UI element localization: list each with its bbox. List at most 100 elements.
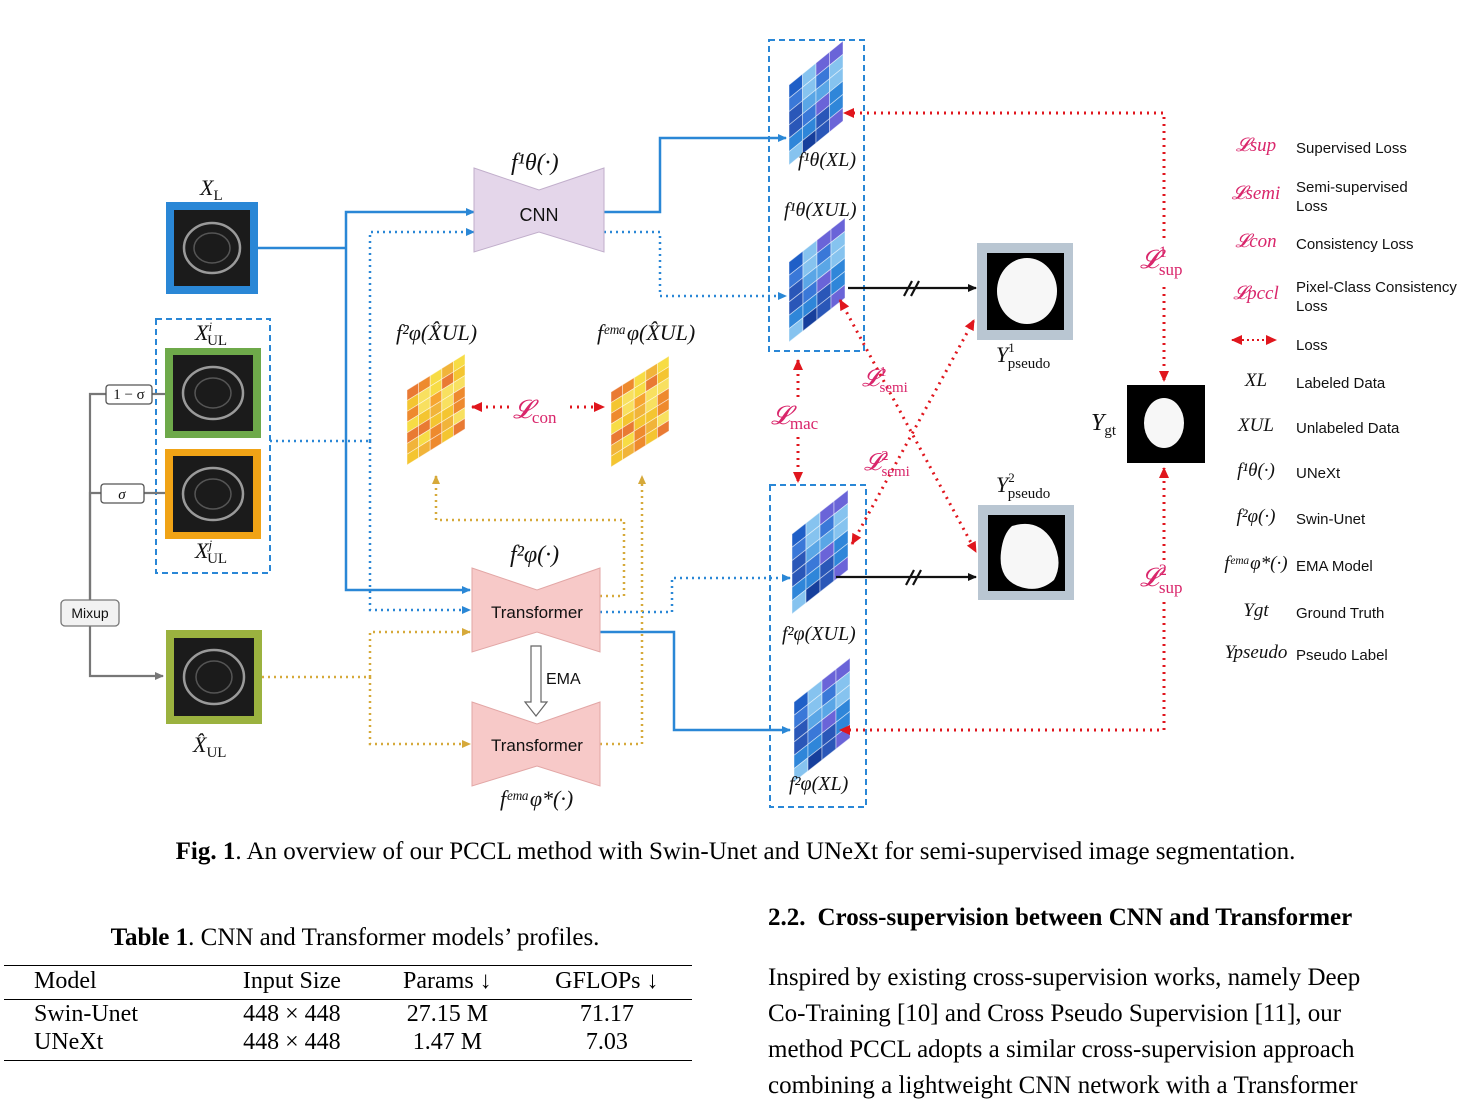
transformer-function-label: f²φ(·): [510, 542, 559, 568]
body-line: combining a lightweight CNN network with…: [768, 1072, 1358, 1099]
legend-symbol: 𝓛sup: [1236, 135, 1276, 156]
legend-text: EMA Model: [1296, 558, 1373, 575]
mixup-connectors: [88, 392, 165, 680]
one-minus-sigma-box: [105, 384, 153, 405]
input-xul-j-image: [165, 449, 261, 539]
l-mac-bg: [768, 398, 830, 432]
output-f2-xul: [791, 489, 849, 615]
labeled-data-flow: [258, 134, 791, 734]
body-line: Co-Training [10] and Cross Pseudo Superv…: [768, 1000, 1342, 1027]
figure-caption-label: Fig. 1: [175, 838, 236, 865]
l-sup2-bg: [1136, 560, 1196, 602]
feature-cell: [657, 419, 670, 439]
cell-model: Swin-Unet: [34, 1001, 138, 1027]
legend-symbol: f¹θ(·): [1237, 460, 1275, 481]
body-line: Inspired by existing cross-supervision w…: [768, 964, 1361, 991]
ema-transformer-label: Transformer: [491, 736, 583, 755]
unlabeled-data-flow: [270, 228, 791, 614]
label-x-hat-ul: X̂UL: [192, 732, 226, 761]
legend-symbol: f²φ(·): [1237, 506, 1276, 527]
pseudo-label-2: [978, 505, 1074, 600]
transformer-network-shape: [471, 567, 601, 653]
input-xl-image: [166, 202, 258, 294]
figure-caption: Fig. 1. An overview of our PCCL method w…: [0, 838, 1471, 866]
legend-text: Unlabeled Data: [1296, 420, 1400, 437]
mixup-label: Mixup: [71, 605, 109, 621]
feature-cell: [830, 283, 846, 310]
legend-text: Semi-supervised: [1296, 179, 1408, 196]
input-xul-i-image: [165, 348, 261, 438]
label-f2-xhat: f²φ(X̂UL): [396, 320, 477, 345]
figure-caption-text: . An overview of our PCCL method with Sw…: [235, 838, 1296, 865]
sigma-label: σ: [118, 487, 126, 503]
feature-cell: [833, 555, 849, 582]
section-title: Cross-supervision between CNN and Transf…: [817, 904, 1353, 931]
cell-input-size: 448 × 448: [210, 1028, 374, 1061]
label-y-gt: Ygt: [1091, 410, 1117, 439]
legend-text: Loss: [1296, 198, 1328, 215]
legend-text: Swin-Unet: [1296, 511, 1366, 528]
transformer-output-group: [769, 484, 867, 808]
legend-symbol: fᵉᵐᵃφ*(·): [1224, 553, 1287, 574]
header-model: Model: [4, 965, 211, 1000]
legend-text: UNeXt: [1296, 465, 1341, 482]
output-f2-xl: [793, 657, 851, 783]
legend-symbol: 𝓛pccl: [1233, 283, 1278, 304]
section-number: 2.2.: [768, 904, 806, 931]
legend-symbol: 𝓛con: [1235, 231, 1276, 252]
heatmap-f2-xhat: [406, 353, 466, 466]
cell-gflops: 71.17: [579, 1001, 634, 1027]
header-input-size: Input Size: [210, 965, 374, 1000]
feature-cell: [829, 106, 844, 133]
pseudo-label-1: [977, 243, 1073, 340]
table-header-row: Model Input Size Params ↓ GFLOPs ↓: [4, 965, 692, 1000]
label-f1-xul: f¹θ(XUL): [784, 199, 857, 221]
ema-transformer-shape: [471, 701, 601, 787]
table-caption-label: Table 1: [110, 924, 189, 951]
pseudo-label-arrows: [836, 280, 977, 586]
mixed-data-flow: [262, 475, 646, 748]
cnn-network-shape: [473, 167, 605, 253]
feature-cell: [452, 417, 466, 437]
label-x-l: XL: [199, 175, 223, 204]
sigma-box: [100, 483, 145, 504]
output-f1-xul: [788, 217, 846, 343]
table-row: Swin-Unet 448 × 448 27.15 M 71.17: [4, 1000, 692, 1029]
label-f1-xl: f¹θ(XL): [798, 149, 856, 171]
cell-input-size: 448 × 448: [243, 1001, 341, 1027]
legend-symbol: Ygt: [1243, 600, 1269, 621]
legend-symbol: 𝓛semi: [1232, 183, 1281, 204]
ema-label: EMA: [546, 671, 581, 688]
cell-model: UNeXt: [4, 1028, 211, 1061]
cell-params: 27.15 M: [406, 1001, 489, 1027]
cnn-function-label: f¹θ(·): [511, 150, 559, 176]
legend-text: Supervised Loss: [1296, 140, 1407, 157]
legend-text: Labeled Data: [1296, 375, 1386, 392]
transformer-label: Transformer: [491, 603, 583, 622]
ema-arrow: [523, 645, 549, 717]
legend-text: Consistency Loss: [1296, 236, 1414, 253]
legend-text: Ground Truth: [1296, 605, 1384, 622]
output-f1-xl: [788, 40, 844, 166]
l-sup1-bg: [1136, 243, 1196, 283]
l-con-bg: [510, 392, 570, 424]
legend-symbol: Ypseudo: [1225, 642, 1288, 663]
one-minus-sigma-label: 1 − σ: [113, 387, 145, 403]
header-params: Params ↓: [373, 965, 522, 1000]
section-heading: 2.2. Cross-supervision between CNN and Tr…: [768, 904, 1352, 932]
legend-symbol: XUL: [1237, 415, 1274, 436]
ground-truth-image: [1127, 385, 1205, 463]
unlabeled-group-box: [155, 318, 271, 574]
cnn-label: CNN: [520, 205, 559, 225]
legend-text: Loss: [1296, 337, 1328, 354]
table-caption-text: . CNN and Transformer models’ profiles.: [188, 924, 600, 951]
label-f2-xl: f²φ(XL): [789, 773, 849, 795]
label-fema-xhat: fᵉᵐᵃφ(X̂UL): [597, 320, 695, 345]
